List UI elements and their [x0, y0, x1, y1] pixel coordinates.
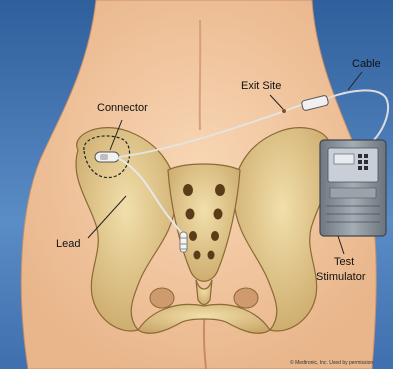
test-stimulator-device-icon — [320, 140, 386, 236]
test-stimulator-label-line1: Test — [334, 256, 354, 269]
exit-site-label: Exit Site — [241, 80, 281, 93]
copyright-credit: © Medtronic, Inc. Used by permission. — [290, 360, 375, 366]
connector-label: Connector — [97, 102, 148, 115]
cable-label: Cable — [352, 58, 381, 71]
spine-groove — [200, 20, 201, 130]
lead-label: Lead — [56, 238, 80, 251]
test-stimulator-label-line2: Stimulator — [316, 271, 366, 284]
lead-electrode-icon — [180, 232, 187, 252]
lead-connector-icon — [95, 152, 119, 162]
exit-site-mark — [282, 109, 286, 113]
